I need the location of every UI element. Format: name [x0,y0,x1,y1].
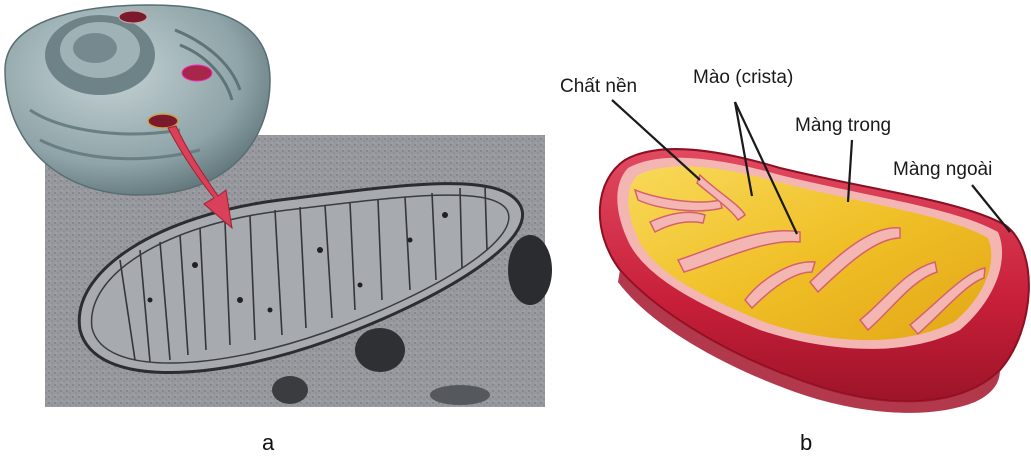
label-inner-membrane: Màng trong [795,115,891,136]
panel-a: a [5,5,552,455]
label-cristae: Mào (crista) [693,67,793,88]
label-matrix: Chất nền [560,76,637,97]
mitochondrion-diagram [600,149,1029,413]
panel-b: Chất nền Mào (crista) Màng trong Màng ng… [560,67,1029,455]
label-outer-membrane: Màng ngoài [893,159,992,180]
panel-letter-a: a [262,430,275,455]
panel-letter-b: b [800,430,812,455]
cell-illustration [5,5,270,195]
